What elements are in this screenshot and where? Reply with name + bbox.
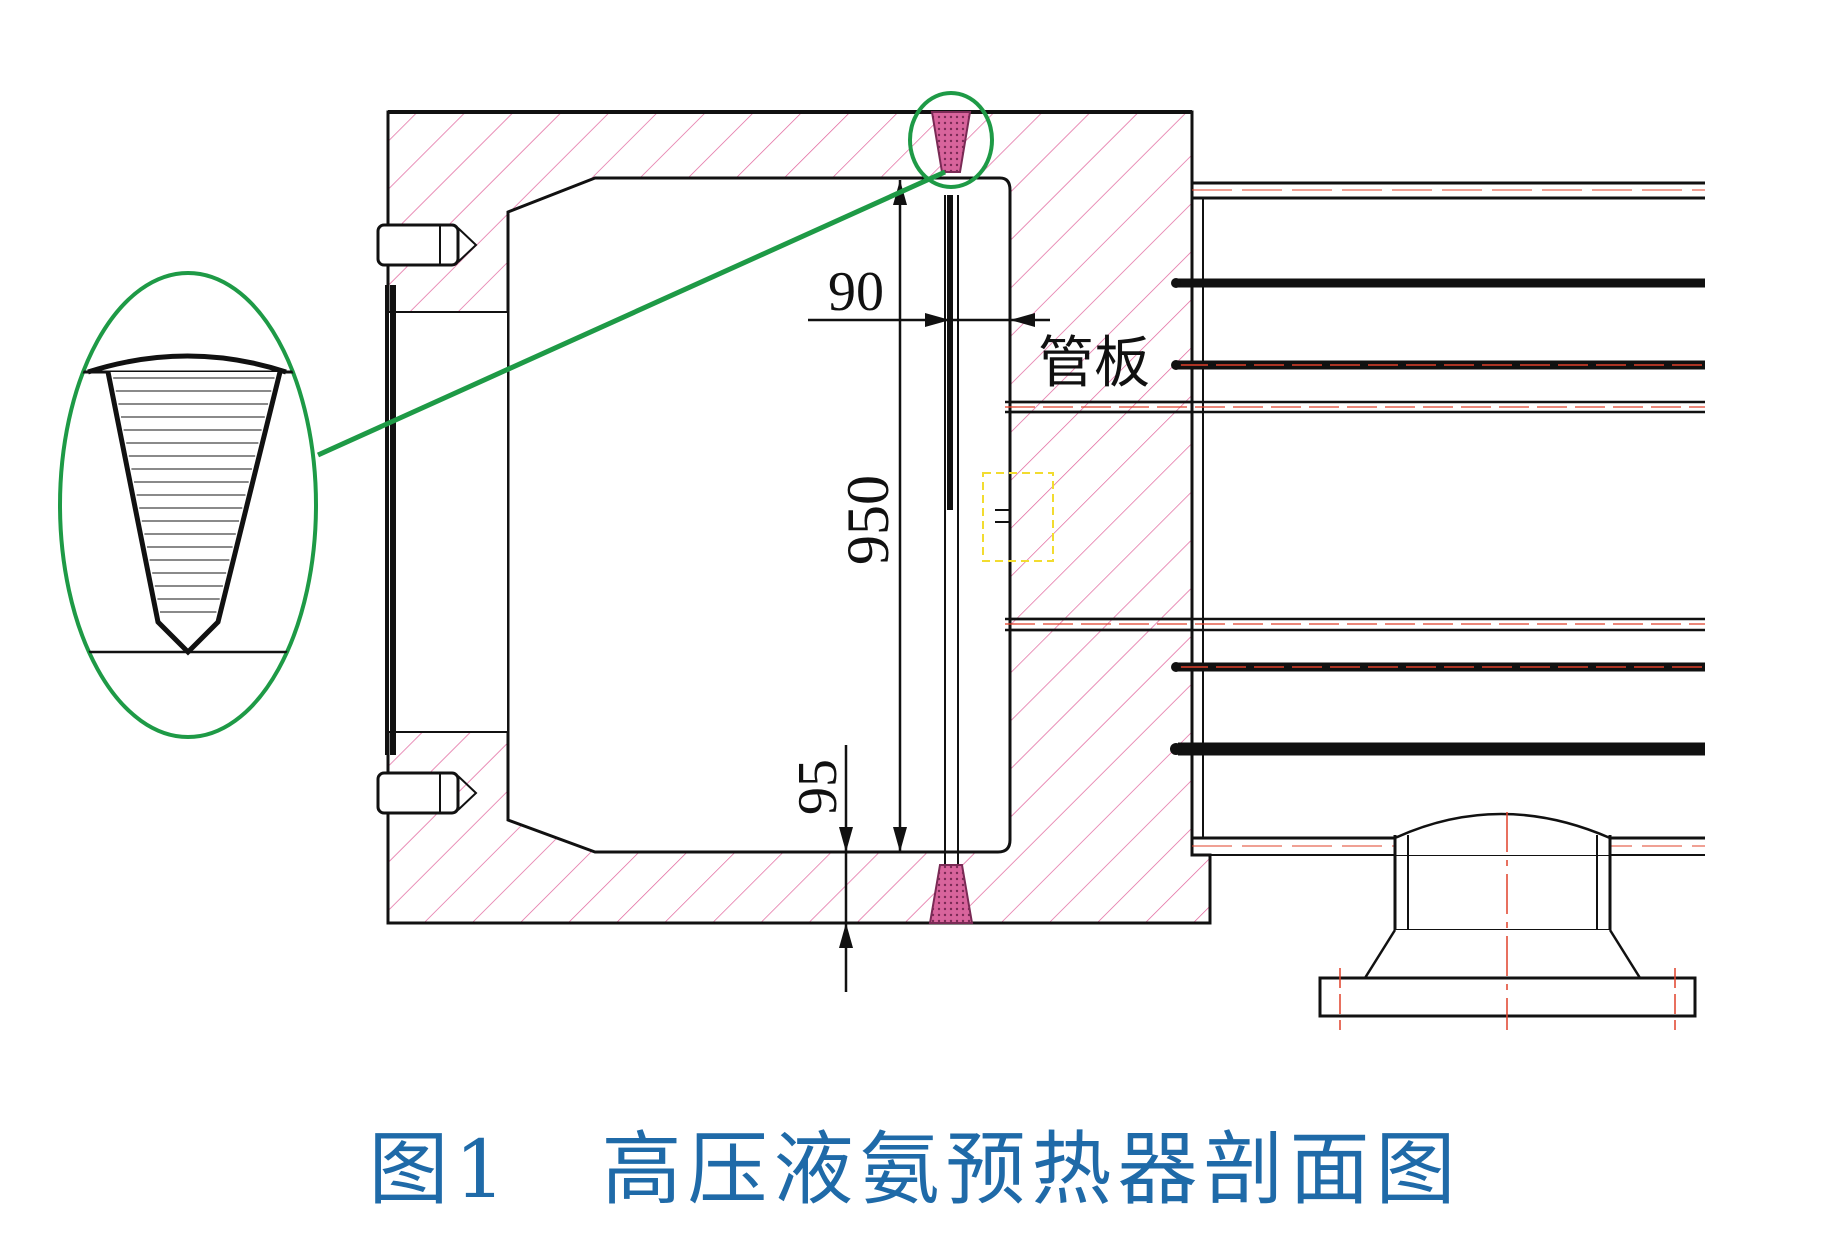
figure-caption: 图1 高压液氨预热器剖面图: [0, 1105, 1830, 1221]
label-tube-sheet: 管板: [1038, 331, 1150, 396]
dim-bottom-thickness: 95: [787, 759, 849, 815]
dimension-lines: [808, 180, 1050, 992]
weld-detail-callout: [58, 91, 994, 739]
tube-sheet-holes: [1010, 400, 1192, 632]
shell-tubes: [1005, 181, 1705, 856]
cover-plate: [385, 285, 509, 755]
figure-title: 高压液氨预热器剖面图: [601, 1123, 1462, 1216]
weld-top: [930, 111, 972, 173]
dim-vessel-height: 950: [835, 475, 901, 565]
nozzle: [1318, 812, 1697, 1030]
bolt-bottom: [376, 771, 478, 815]
weld-bead-layers: [113, 377, 275, 613]
figure-number: 图1: [368, 1123, 512, 1216]
bolt-top: [376, 223, 478, 267]
inspection-box: [982, 472, 1054, 562]
weld-bottom: [928, 864, 974, 924]
partition-plate: [944, 195, 959, 865]
dim-wall-thickness: 90: [828, 261, 884, 323]
